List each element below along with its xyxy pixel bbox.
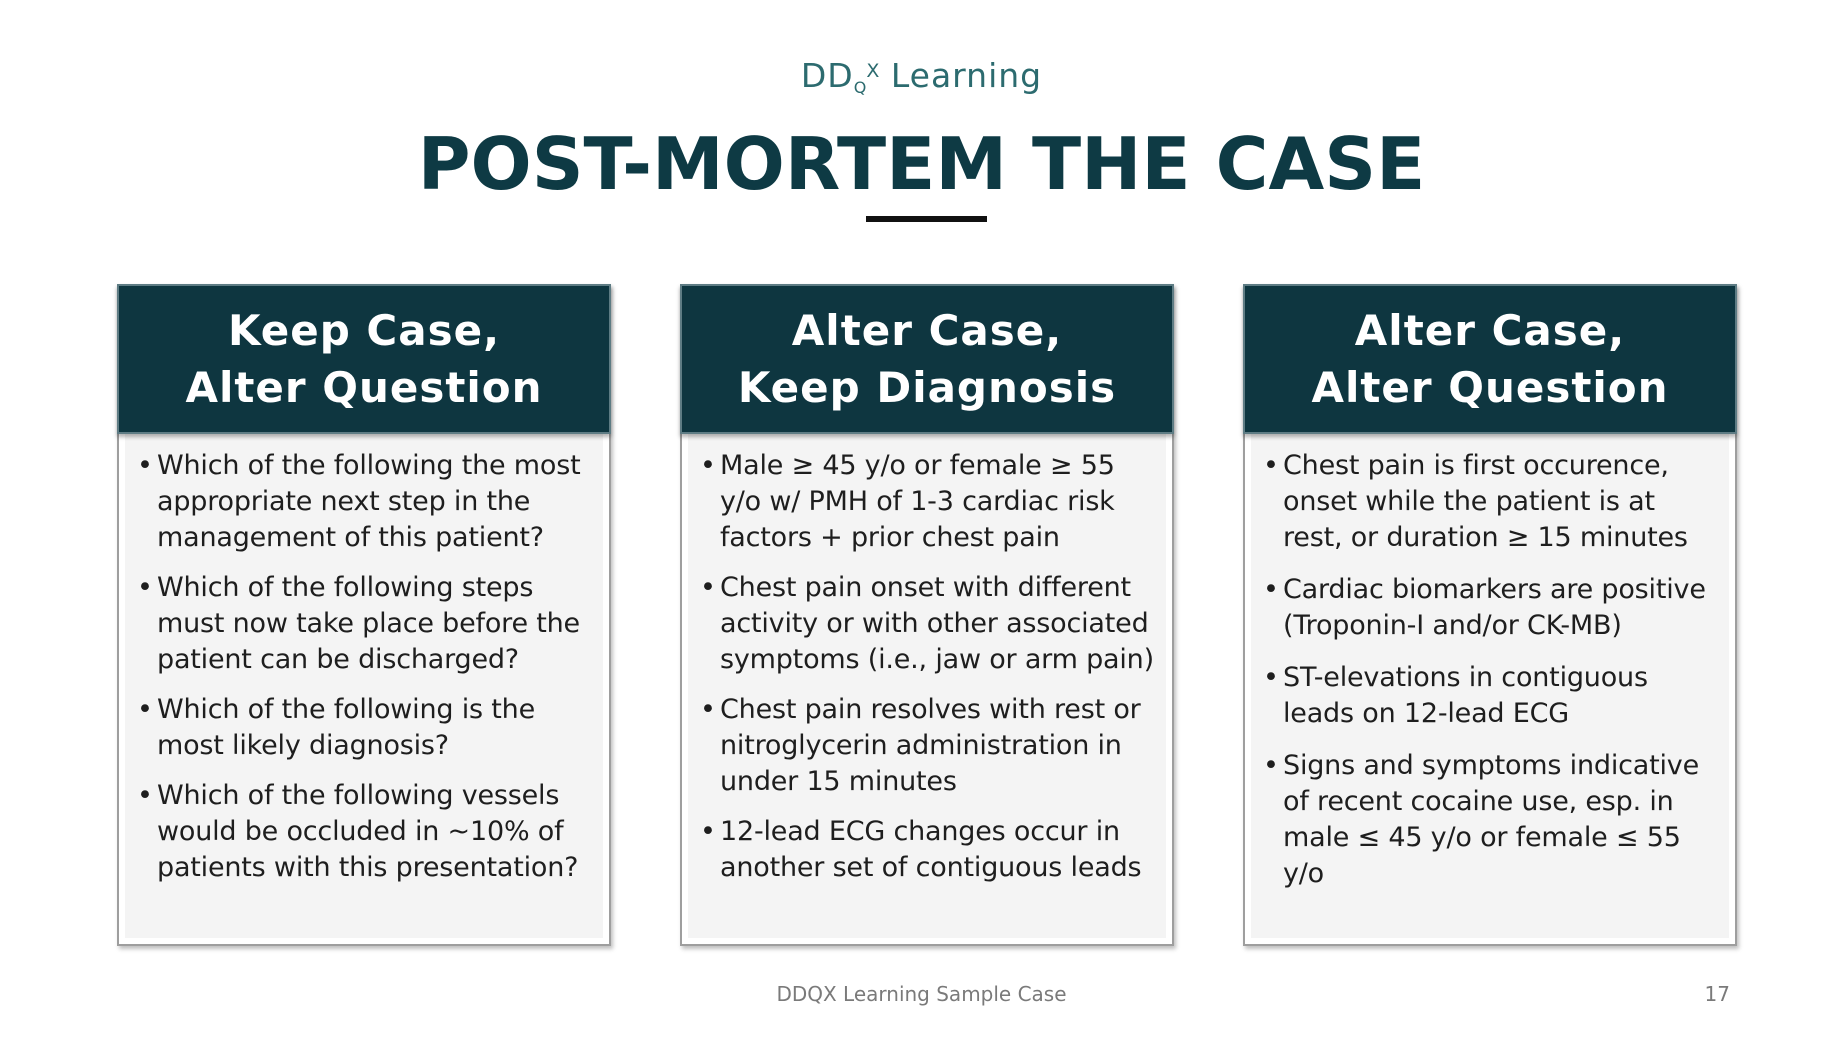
bullet-item: Which of the following vessels would be … [137, 778, 593, 886]
card-header: Alter Case, Alter Question [1243, 284, 1737, 434]
card-alter-case-alter-question: Alter Case, Alter Question Chest pain is… [1243, 284, 1737, 946]
card-header-line2: Alter Question [185, 363, 543, 412]
bullet-item: Which of the following the most appropri… [137, 448, 593, 556]
card-header-line1: Alter Case, [791, 306, 1063, 355]
slide-title: POST-MORTEM THE CASE [417, 122, 1426, 206]
title-underline [866, 216, 987, 222]
bullet-item: Male ≥ 45 y/o or female ≥ 55 y/o w/ PMH … [700, 448, 1156, 556]
card-body: Which of the following the most appropri… [137, 448, 593, 900]
bullet-item: Chest pain is first occurence, onset whi… [1263, 448, 1719, 556]
card-header-line2: Alter Question [1311, 363, 1669, 412]
slide-footer: DDQX Learning Sample Case [776, 982, 1067, 1006]
bullet-item: Signs and symptoms indicative of recent … [1263, 748, 1719, 892]
card-header: Keep Case, Alter Question [117, 284, 611, 434]
logo-suffix: Learning [879, 56, 1043, 95]
bullet-item: Chest pain onset with different activity… [700, 570, 1156, 678]
logo-main: DD [800, 56, 854, 95]
bullet-item: Which of the following is the most likel… [137, 692, 593, 764]
card-body: Male ≥ 45 y/o or female ≥ 55 y/o w/ PMH … [700, 448, 1156, 900]
page-number: 17 [1704, 982, 1730, 1006]
bullet-item: 12-lead ECG changes occur in another set… [700, 814, 1156, 886]
logo-superscript: X [866, 60, 880, 82]
card-header: Alter Case, Keep Diagnosis [680, 284, 1174, 434]
card-header-line2: Keep Diagnosis [737, 363, 1117, 412]
bullet-item: Chest pain resolves with rest or nitrogl… [700, 692, 1156, 800]
logo-subscript: Q [853, 78, 867, 97]
ddqx-logo: DDQX Learning [0, 56, 1843, 97]
card-body: Chest pain is first occurence, onset whi… [1263, 448, 1719, 908]
card-keep-case-alter-question: Keep Case, Alter Question Which of the f… [117, 284, 611, 946]
bullet-item: ST-elevations in contiguous leads on 12-… [1263, 660, 1719, 732]
card-header-line1: Alter Case, [1354, 306, 1626, 355]
bullet-item: Cardiac biomarkers are positive (Troponi… [1263, 572, 1719, 644]
card-alter-case-keep-diagnosis: Alter Case, Keep Diagnosis Male ≥ 45 y/o… [680, 284, 1174, 946]
bullet-item: Which of the following steps must now ta… [137, 570, 593, 678]
card-header-line1: Keep Case, [227, 306, 501, 355]
